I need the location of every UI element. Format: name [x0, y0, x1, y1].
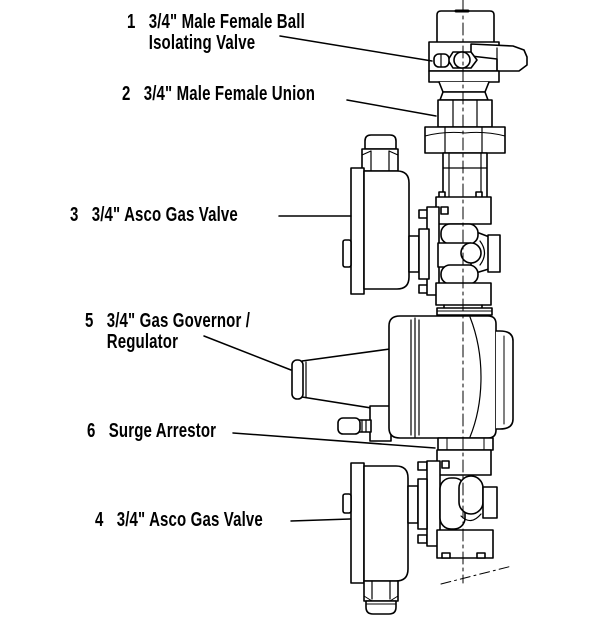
label-ball-valve-number: 1 — [127, 11, 136, 33]
label-ball-valve-line1: 3/4" Male Female Ball — [148, 11, 305, 33]
centerline — [440, 0, 513, 585]
top-pipe-fitting-drawing — [436, 9, 495, 43]
label-asco-valve-bottom-line1: 3/4" Asco Gas Valve — [116, 509, 263, 531]
union-drawing — [424, 99, 506, 154]
label-ball-valve-line2: Isolating Valve — [148, 32, 256, 54]
leader-asco-bottom — [290, 518, 351, 522]
label-asco-valve-top: 3 3/4" Asco Gas Valve — [70, 205, 238, 226]
label-surge-arrestor: 6 Surge Arrestor — [87, 421, 216, 442]
label-union-line1: 3/4" Male Female Union — [143, 83, 316, 105]
label-governor-line1: 3/4" Gas Governor / — [106, 310, 251, 332]
label-ball-valve: 1 3/4" Male Female Ball Isolating Valve — [127, 12, 305, 54]
label-governor-number: 5 — [85, 310, 94, 332]
ball-valve-drawing — [428, 41, 528, 101]
label-surge-arrestor-number: 6 — [87, 420, 96, 442]
label-asco-valve-top-line1: 3/4" Asco Gas Valve — [91, 204, 238, 226]
leader-ball-valve — [279, 35, 433, 62]
label-union-number: 2 — [122, 83, 131, 105]
asco-valve-3-drawing — [418, 191, 501, 316]
label-surge-arrestor-line1: Surge Arrestor — [108, 420, 217, 442]
label-asco-valve-top-number: 3 — [70, 204, 79, 226]
label-asco-valve-bottom: 4 3/4" Asco Gas Valve — [95, 510, 263, 531]
label-governor-line2: Regulator — [106, 331, 179, 353]
leader-union — [346, 99, 437, 117]
label-asco-valve-bottom-number: 4 — [95, 509, 104, 531]
solenoid-4-drawing — [342, 462, 428, 615]
surge-arrestor-drawing — [337, 417, 367, 435]
asco-valve-4-drawing — [417, 449, 498, 559]
label-union: 2 3/4" Male Female Union — [122, 84, 315, 105]
governor-drawing — [291, 315, 514, 451]
leader-lines — [203, 35, 437, 522]
solenoid-3-drawing — [342, 134, 430, 295]
leader-surge — [232, 432, 436, 449]
leader-governor — [203, 335, 292, 371]
label-governor: 5 3/4" Gas Governor / Regulator — [85, 311, 250, 353]
